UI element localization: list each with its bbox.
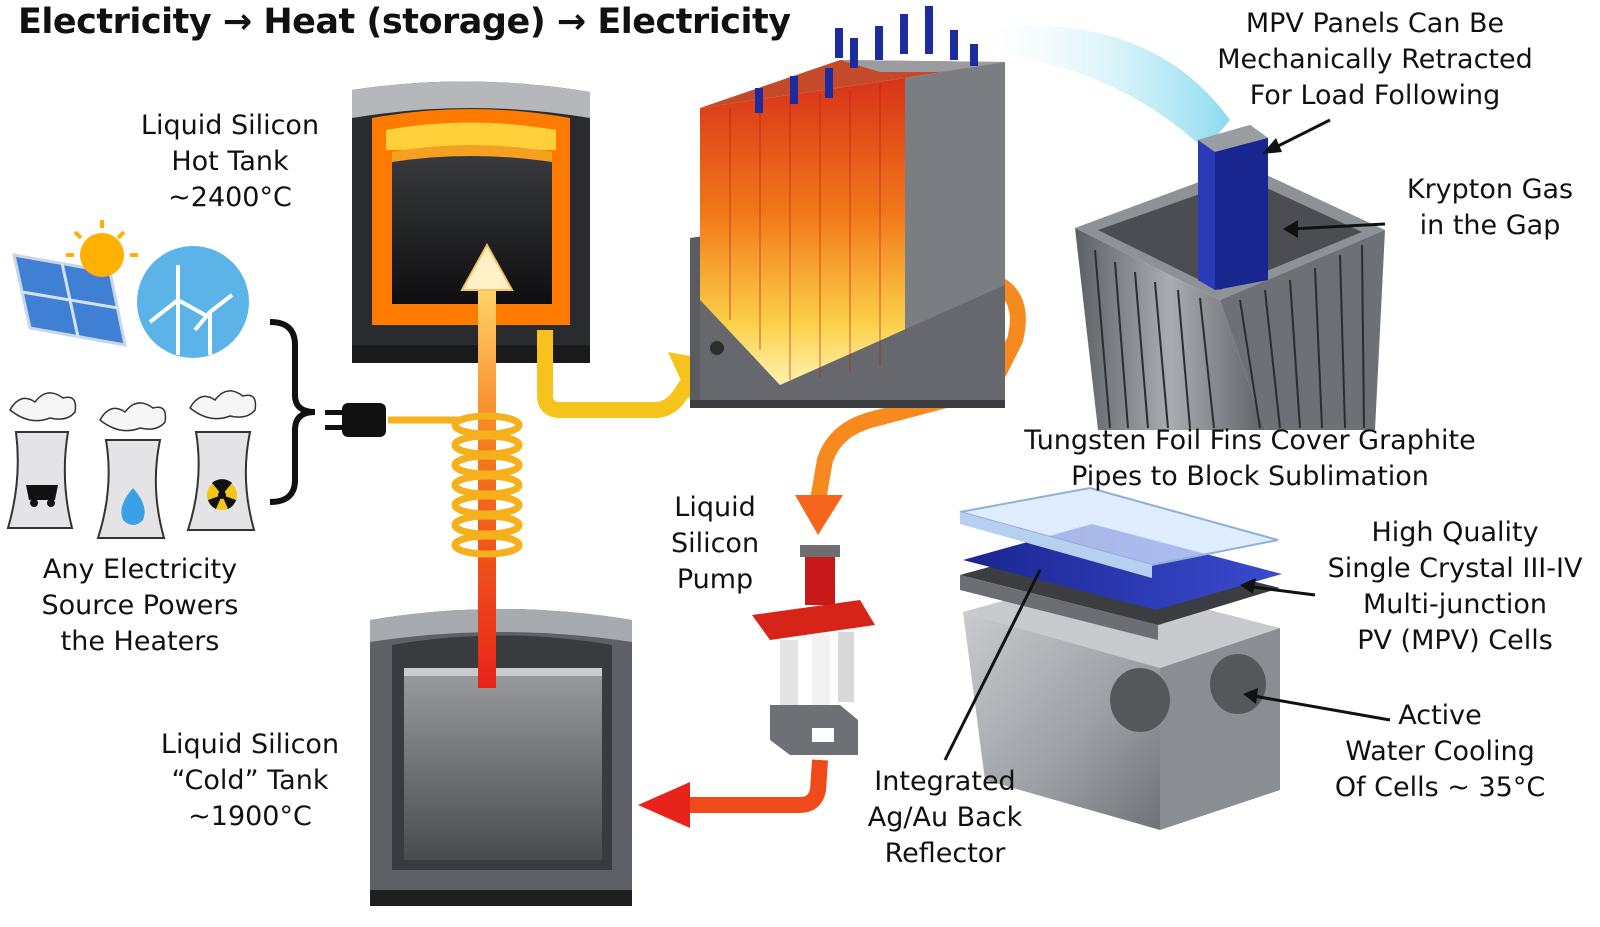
heater-coil bbox=[451, 412, 523, 558]
leader-lines bbox=[943, 118, 1391, 761]
sun-icon bbox=[66, 220, 138, 277]
pipe-array bbox=[1075, 125, 1385, 430]
cold-tank-label: Liquid Silicon“Cold” Tank~1900°C bbox=[160, 729, 340, 832]
heater-pipe bbox=[460, 242, 514, 688]
gas-plant-icon bbox=[96, 402, 167, 539]
radiation-beam bbox=[985, 25, 1230, 150]
leader-arrowhead bbox=[1283, 220, 1298, 238]
arrow-to-pump bbox=[795, 495, 843, 535]
pump-to-cold-pipe bbox=[680, 759, 828, 813]
diagram-title: Electricity → Heat (storage) → Electrici… bbox=[18, 2, 791, 42]
silicon-pump bbox=[752, 545, 875, 755]
pv-stack bbox=[959, 486, 1282, 830]
arrow-to-cold-tank bbox=[638, 782, 690, 828]
cold-tank bbox=[370, 609, 632, 906]
power-plug-icon bbox=[325, 403, 386, 437]
cooling-port-2 bbox=[1210, 654, 1266, 714]
hot-tank bbox=[352, 81, 590, 363]
wind-turbine-icon bbox=[137, 246, 249, 358]
hot-to-block-pipe bbox=[537, 330, 697, 418]
cooling-port-1 bbox=[1110, 668, 1170, 732]
leader-arrowhead bbox=[1262, 138, 1282, 154]
brace bbox=[269, 319, 316, 505]
leader-arrowhead bbox=[1240, 578, 1256, 594]
nuclear-plant-icon bbox=[186, 390, 257, 531]
solar-panel-icon bbox=[12, 253, 127, 347]
coal-plant-icon bbox=[6, 392, 77, 529]
heat-exchanger-block bbox=[690, 6, 1005, 408]
leader-arrowhead bbox=[1243, 688, 1258, 704]
